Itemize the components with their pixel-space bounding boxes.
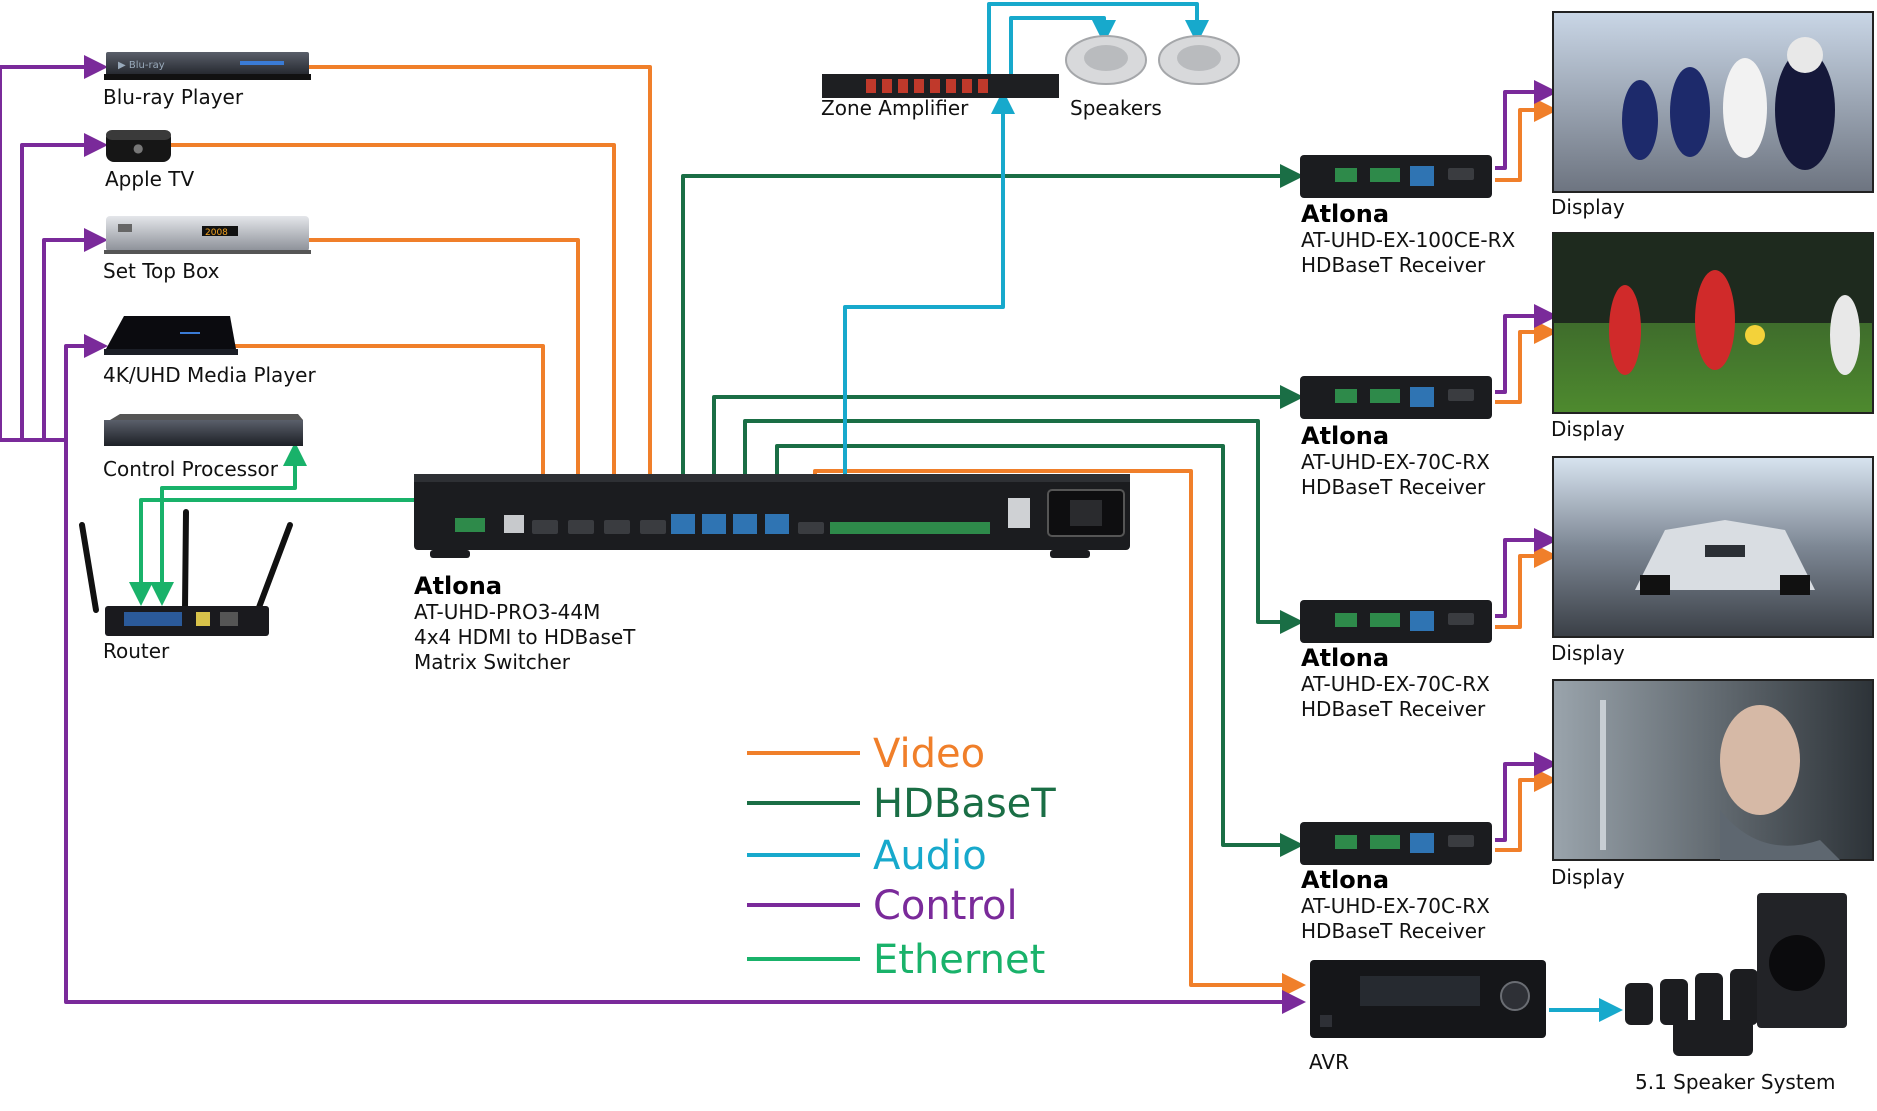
audio-wires: [843, 2, 1623, 1022]
receiver-4-brand: Atlona: [1301, 866, 1389, 894]
switcher-brand: Atlona: [414, 572, 502, 600]
display-soccer-image: [1552, 232, 1874, 414]
hdbaset-wire-rx3: [743, 419, 1304, 634]
media-player-icon: [104, 316, 238, 355]
receiver-2-brand: Atlona: [1301, 422, 1389, 450]
receiver-icon: [1300, 600, 1492, 643]
legend-ethernet: Ethernet: [873, 937, 1045, 983]
speaker-icon: [1065, 35, 1240, 85]
display-1-label: Display: [1551, 195, 1625, 219]
display-racecar-image: [1552, 456, 1874, 638]
video-wire-display-2: [1495, 320, 1558, 404]
svg-text:▶ Blu-ray: ▶ Blu-ray: [118, 60, 165, 71]
video-wire-appletv: [146, 143, 626, 508]
settop-label: Set Top Box: [103, 259, 220, 283]
receiver-1-model: AT-UHD-EX-100CE-RX: [1301, 228, 1515, 252]
control-wire-display-2: [1495, 304, 1558, 394]
receiver-3-type: HDBaseT Receiver: [1301, 697, 1486, 721]
legend-audio: Audio: [873, 833, 987, 879]
receiver-2-type: HDBaseT Receiver: [1301, 475, 1486, 499]
display-android-image: [1552, 679, 1874, 861]
receiver-icon: [1300, 822, 1492, 865]
switcher-line2: Matrix Switcher: [414, 650, 571, 674]
display-3-label: Display: [1551, 641, 1625, 665]
receiver-3-brand: Atlona: [1301, 644, 1389, 672]
control-wire-media: [64, 334, 108, 440]
receiver-icon: [1300, 376, 1492, 419]
legend: Video HDBaseT Audio Control Ethernet: [747, 731, 1056, 983]
matrix-switcher-icon: [414, 474, 1130, 558]
svg-text:●: ●: [133, 141, 143, 155]
hdbaset-wire-rx1: [681, 164, 1304, 510]
speaker-system-icon: [1625, 893, 1847, 1056]
avr-icon: [1310, 960, 1546, 1038]
avr-label: AVR: [1309, 1050, 1349, 1074]
settop-box-icon: 2008: [104, 216, 311, 254]
audio-wire-amp-speaker-2: [987, 2, 1209, 74]
bluray-label: Blu-ray Player: [103, 85, 244, 109]
receiver-2-model: AT-UHD-EX-70C-RX: [1301, 450, 1490, 474]
control-wire-display-4: [1495, 752, 1558, 842]
display-2-label: Display: [1551, 417, 1625, 441]
media-label: 4K/UHD Media Player: [103, 363, 316, 387]
hdbaset-wire-rx2: [712, 385, 1304, 510]
display-4-label: Display: [1551, 865, 1625, 889]
zone-amplifier-label: Zone Amplifier: [821, 96, 969, 120]
legend-control: Control: [873, 883, 1018, 929]
receiver-icon: [1300, 155, 1492, 198]
appletv-label: Apple TV: [105, 167, 195, 191]
control-processor-label: Control Processor: [103, 457, 279, 481]
bluray-player-icon: ▶ Blu-ray: [104, 52, 311, 80]
video-wire-display-4: [1495, 768, 1558, 852]
control-wire-avr: [64, 440, 1306, 1014]
audio-wire-switcher-amp: [843, 90, 1015, 510]
speakers-label: Speakers: [1070, 96, 1162, 120]
audio-wire-amp-speaker-1: [1009, 16, 1116, 74]
legend-hdbaset: HDBaseT: [873, 781, 1056, 827]
receiver-4-model: AT-UHD-EX-70C-RX: [1301, 894, 1490, 918]
control-wire-settop: [42, 228, 108, 442]
hdbaset-wires: [681, 164, 1304, 857]
video-wire-display-1: [1495, 98, 1558, 182]
control-wire-bluray: [0, 55, 108, 442]
display-cycling-image: [1552, 11, 1874, 193]
switcher-model: AT-UHD-PRO3-44M: [414, 600, 600, 624]
router-icon: [79, 509, 293, 636]
receiver-1-type: HDBaseT Receiver: [1301, 253, 1486, 277]
control-wires: [0, 55, 1558, 1014]
appletv-icon: ●: [106, 130, 171, 162]
receiver-3-model: AT-UHD-EX-70C-RX: [1301, 672, 1490, 696]
control-wire-display-1: [1495, 80, 1558, 170]
video-wire-bluray: [258, 65, 662, 508]
receiver-4-type: HDBaseT Receiver: [1301, 919, 1486, 943]
control-wire-appletv: [20, 133, 108, 442]
svg-text:2008: 2008: [205, 228, 228, 238]
hdbaset-wire-rx4: [775, 444, 1304, 857]
speaker-system-label: 5.1 Speaker System: [1635, 1070, 1835, 1094]
control-processor-icon: [104, 414, 303, 446]
video-wire-media: [196, 344, 555, 508]
video-wire-settop: [258, 238, 590, 508]
control-wire-display-3: [1495, 528, 1558, 618]
router-label: Router: [103, 639, 170, 663]
legend-video: Video: [873, 731, 985, 777]
zone-amplifier-icon: [822, 74, 1059, 98]
switcher-line1: 4x4 HDMI to HDBaseT: [414, 625, 636, 649]
receiver-1-brand: Atlona: [1301, 200, 1389, 228]
video-wire-display-3: [1495, 544, 1558, 629]
